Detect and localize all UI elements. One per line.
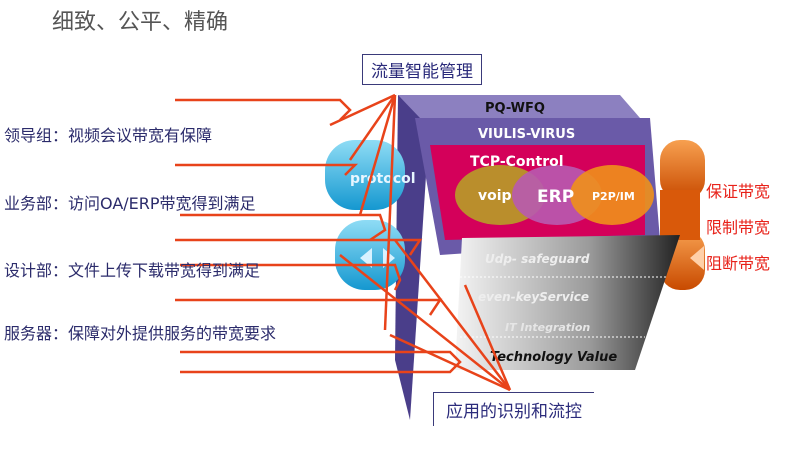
right-label-guarantee: 保证带宽 (706, 182, 771, 201)
circle-erp: ERP (537, 187, 574, 207)
left-label-leadership: 领导组：视频会议带宽有保障 (4, 126, 213, 145)
left-label-business: 业务部：访问OA/ERP带宽得到满足 (4, 194, 256, 213)
protocol-label: protocol (350, 171, 416, 187)
sevenkey-label: even-keyService (478, 290, 589, 304)
technology-value-label: Technology Value (490, 350, 617, 365)
integration-label: IT Integration (505, 321, 590, 334)
viulis-label: VIULIS-VIRUS (478, 127, 575, 142)
udp-label: Udp- safeguard (485, 252, 590, 266)
flow-management-box: 流量智能管理 (362, 54, 482, 85)
circle-voip: voip (478, 188, 512, 204)
pq-wfq-label: PQ-WFQ (485, 101, 545, 116)
pq-wfq-band (398, 95, 640, 118)
left-label-design: 设计部：文件上传下载带宽得到满足 (4, 261, 261, 280)
right-label-limit: 限制带宽 (706, 218, 771, 237)
connector-lines (175, 93, 512, 392)
slide-title: 细致、公平、精确 (52, 10, 229, 35)
right-label-block: 阻断带宽 (706, 254, 771, 273)
app-identification-box: 应用的识别和流控 (433, 392, 594, 426)
circle-p2p: P2P/IM (592, 190, 635, 203)
left-label-server: 服务器：保障对外提供服务的带宽要求 (4, 324, 277, 343)
tcp-label: TCP-Control (470, 154, 564, 170)
gray-panel (455, 235, 680, 370)
